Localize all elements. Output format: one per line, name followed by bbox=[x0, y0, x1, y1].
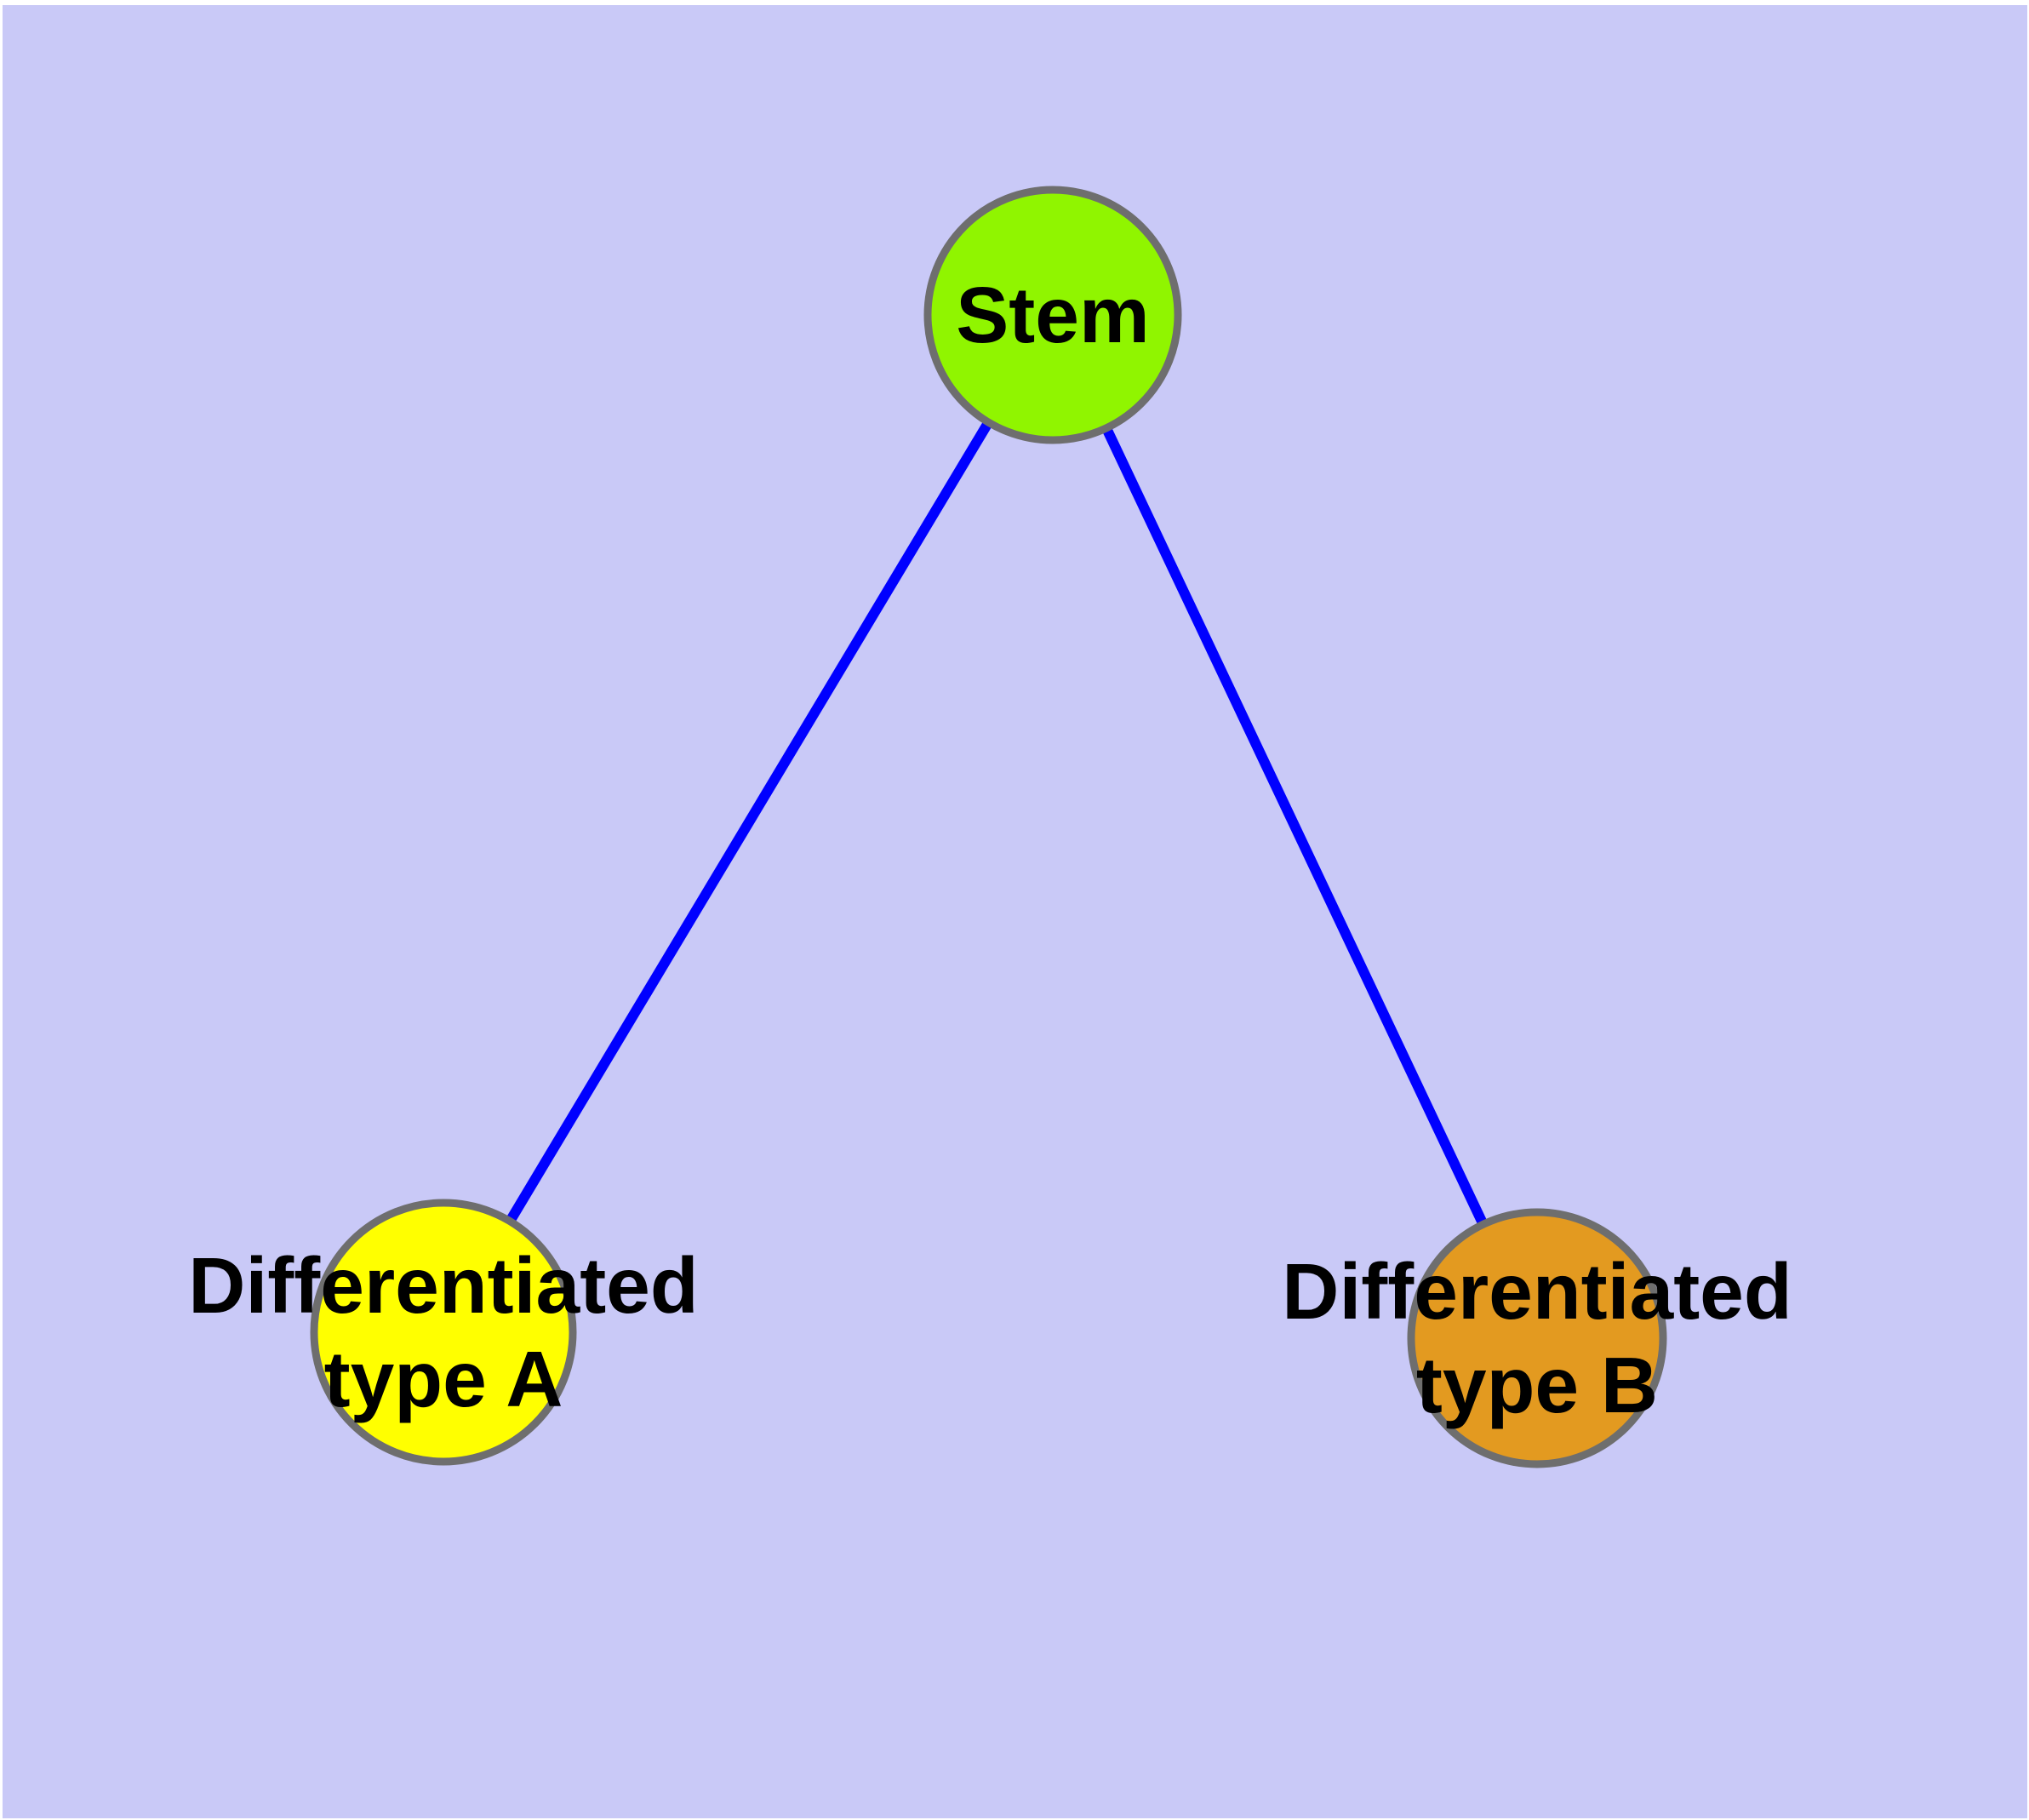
node-label-differentiated-type-a-line-2: type A bbox=[324, 1335, 563, 1423]
node-label-stem-line-1: Stem bbox=[956, 271, 1149, 359]
node-label-differentiated-type-b-line-2: type B bbox=[1416, 1341, 1658, 1429]
node-layer bbox=[310, 186, 1667, 1468]
node-label-differentiated-type-a-line-1: Differentiated bbox=[188, 1241, 698, 1330]
node-stem bbox=[923, 186, 1182, 444]
edge-stem-to-differentiated-type-b bbox=[1048, 312, 1542, 1341]
node-label-differentiated-type-b-line-1: Differentiated bbox=[1282, 1247, 1792, 1336]
node-differentiated-type-b bbox=[1407, 1208, 1667, 1468]
node-differentiated-type-a bbox=[310, 1199, 577, 1466]
edge-stem-to-differentiated-type-a bbox=[438, 312, 1058, 1336]
edge-layer bbox=[438, 312, 1542, 1341]
